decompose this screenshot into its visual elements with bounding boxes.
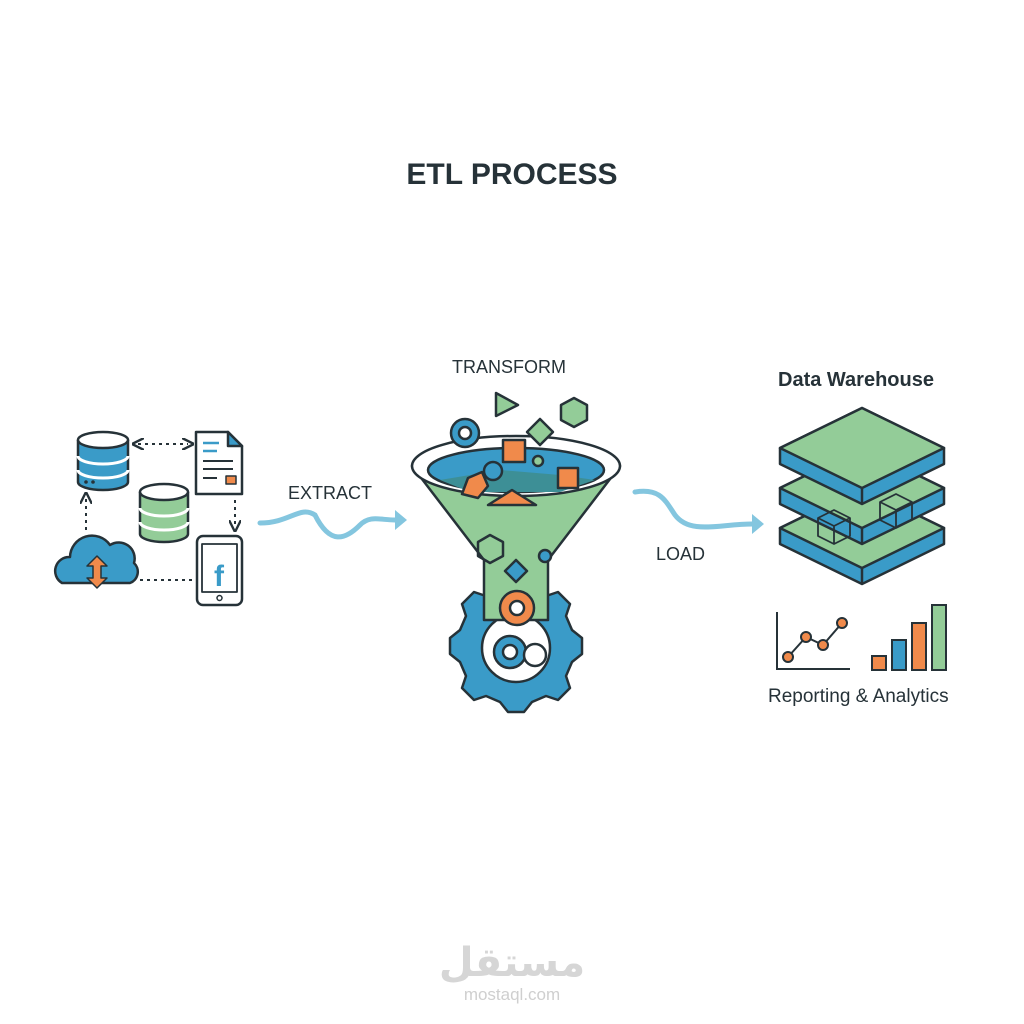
mobile-facebook-icon: f: [195, 534, 244, 607]
document-icon: [194, 430, 244, 496]
watermark-arabic: مستقل: [438, 941, 586, 985]
extract-label: EXTRACT: [288, 483, 373, 503]
extract-arrow: [257, 509, 398, 540]
svg-text:f: f: [214, 560, 225, 593]
cloud-upload-download-icon: [53, 534, 140, 589]
data-warehouse-icon: [778, 406, 946, 586]
transform-label: TRANSFORM: [452, 357, 566, 377]
orange-gear-icon: [498, 589, 536, 627]
flow-arrows: [257, 488, 755, 540]
reporting-analytics-label: Reporting & Analytics: [768, 686, 949, 707]
small-gear-icon: [492, 634, 548, 670]
source-connectors: [86, 444, 235, 581]
watermark-latin: mostaql.com: [463, 985, 561, 1004]
load-arrow: [632, 488, 755, 530]
line-chart-icon: [776, 612, 850, 670]
database-green-icon: [138, 482, 190, 544]
data-warehouse-label: Data Warehouse: [778, 369, 934, 391]
database-icon: [76, 430, 130, 492]
bar-chart-icon: [871, 604, 947, 671]
transform-funnel: [410, 391, 622, 714]
load-label: LOAD: [656, 544, 706, 564]
page-title: ETL PROCESS: [406, 158, 618, 191]
